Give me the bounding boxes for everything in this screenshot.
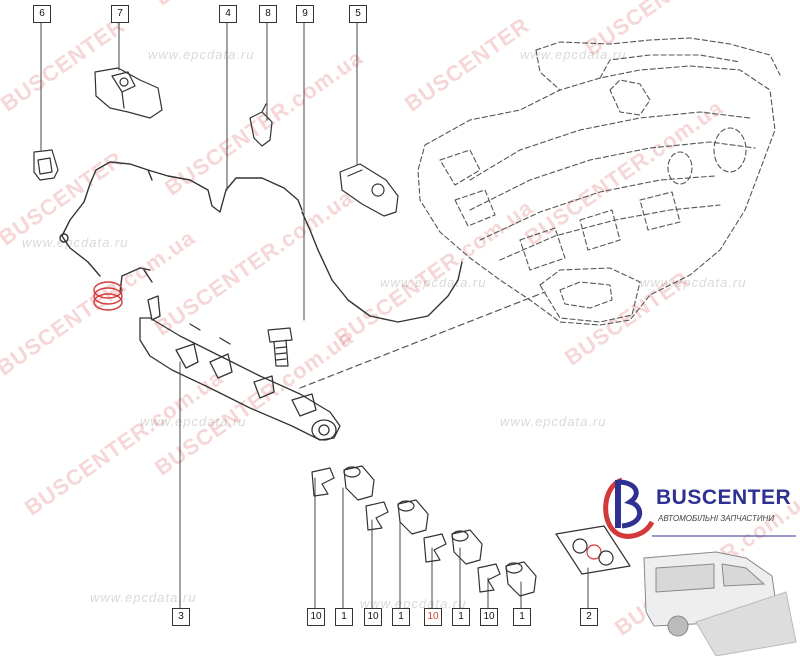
callout-9: 9 bbox=[296, 5, 314, 23]
callout-10: 10 bbox=[364, 608, 382, 626]
part-8-bracket bbox=[249, 103, 273, 147]
callout-leaders bbox=[40, 21, 589, 609]
logo-subtitle: АВТОМОБІЛЬНІ ЗАПЧАСТИНИ bbox=[658, 514, 775, 523]
part-6-clip bbox=[33, 149, 59, 181]
callout-10: 10 bbox=[307, 608, 325, 626]
callout-1: 1 bbox=[452, 608, 470, 626]
intake-manifold bbox=[417, 37, 781, 326]
logo-name: BUSCENTER bbox=[656, 486, 792, 509]
harness-coil bbox=[93, 281, 123, 311]
callout-3: 3 bbox=[172, 608, 190, 626]
part-2-seals bbox=[555, 525, 631, 575]
callout-1: 1 bbox=[513, 608, 531, 626]
callout-7: 7 bbox=[111, 5, 129, 23]
callout-5: 5 bbox=[349, 5, 367, 23]
callout-2: 2 bbox=[580, 608, 598, 626]
callout-6: 6 bbox=[33, 5, 51, 23]
leader-line bbox=[299, 291, 546, 389]
injector-clips bbox=[311, 467, 501, 593]
logo-emblem bbox=[603, 477, 797, 656]
part-9-bolt bbox=[267, 327, 293, 367]
fuel-rail bbox=[139, 295, 341, 441]
callout-8: 8 bbox=[259, 5, 277, 23]
buscenter-logo: BUSCENTER АВТОМОБІЛЬНІ ЗАПЧАСТИНИ bbox=[596, 472, 800, 656]
part-5-sensor bbox=[339, 163, 399, 217]
callout-10: 10 bbox=[480, 608, 498, 626]
wiring-harness bbox=[59, 161, 463, 323]
callout-1: 1 bbox=[335, 608, 353, 626]
callout-4: 4 bbox=[219, 5, 237, 23]
part-7-connector bbox=[94, 67, 163, 119]
callout-1: 1 bbox=[392, 608, 410, 626]
injectors bbox=[343, 465, 537, 597]
callout-10: 10 bbox=[424, 608, 442, 626]
